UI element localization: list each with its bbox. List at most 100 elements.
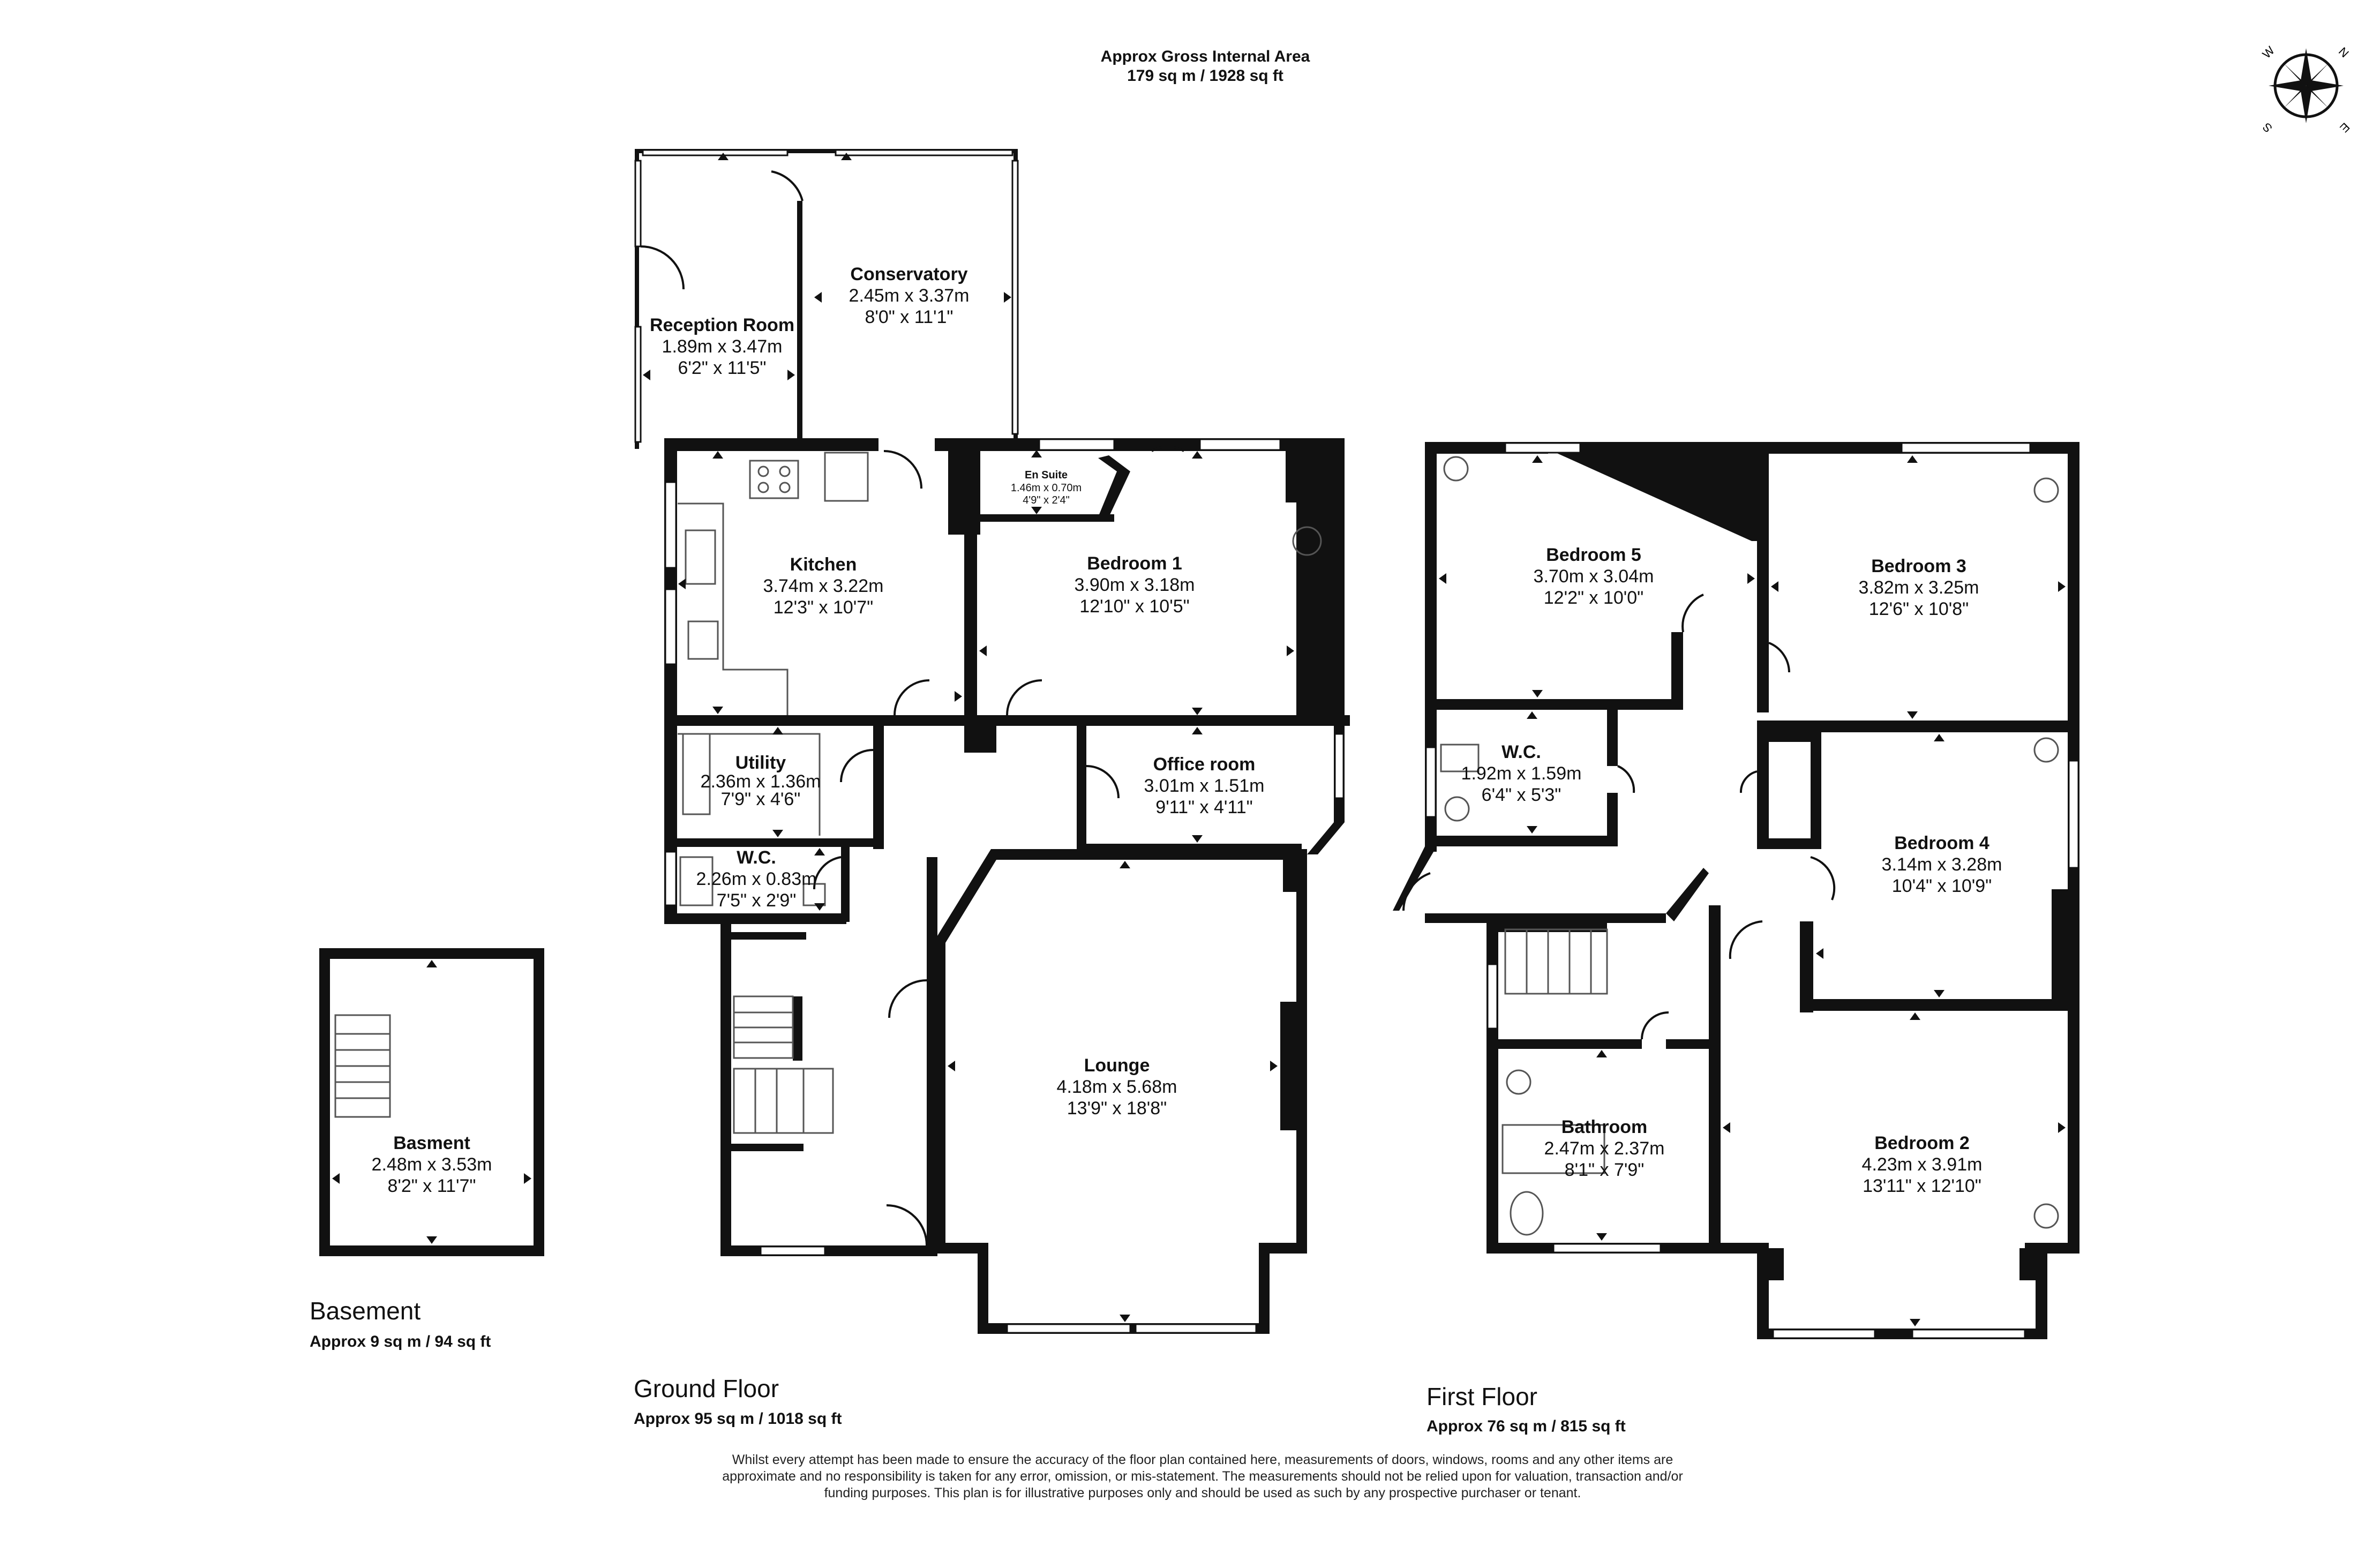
lounge-bay-right-top [1259,1243,1307,1254]
room-imperial-lounge: 13'9" x 18'8" [1067,1098,1167,1119]
room-metric-kitchen: 3.74m x 3.22m [763,576,884,596]
bedroom5-chimney [1532,442,1768,541]
reception-door-swing[interactable] [640,245,685,290]
room-name-ensuite: En Suite [1025,469,1068,481]
measure-arrow [1192,708,1203,715]
room-metric-bedroom2: 4.23m x 3.91m [1862,1154,1983,1175]
bedroom1-french-door-swing[interactable] [1151,445,1184,452]
office-door-swing[interactable] [1086,765,1120,799]
bedroom1-window [1199,438,1281,451]
kitchen-top-wall [664,438,879,451]
landing-bottom-wall [1425,913,1666,923]
hall-window [760,1245,826,1256]
basement-floor [330,959,534,1245]
room-imperial-utility: 7'9" x 4'6" [721,789,801,809]
bedroom5-window [1504,442,1581,454]
room-metric-ensuite: 1.46m x 0.70m [1011,482,1082,494]
front-door-swing[interactable] [886,1204,928,1246]
stair-top-wall [720,932,806,940]
measure-arrow [1596,1233,1607,1241]
room-name-wc-ground: W.C. [737,847,776,868]
room-metric-lounge: 4.18m x 5.68m [1057,1077,1177,1097]
bedroom3-window [1901,442,2031,454]
room-imperial-reception: 6'2" x 11'5" [678,358,766,378]
conservatory-door-swing[interactable] [771,170,804,201]
utility-door-swing[interactable] [840,749,874,783]
measure-arrow [841,153,852,160]
room-metric-wc-first: 1.92m x 1.59m [1461,763,1582,784]
lounge-window-right [1135,1323,1257,1334]
room-imperial-office: 9'11" x 4'11" [1155,797,1252,817]
gross-area-title: Approx Gross Internal Area [1100,48,1310,65]
utility-right-wall [873,726,884,849]
lounge-door-swing[interactable] [888,979,927,1018]
disclaimer-text: Whilst every attempt has been made to en… [722,1452,1683,1500]
wc-first-right-wall-lower [1607,793,1618,841]
measure-arrow [2058,1122,2066,1133]
room-name-bedroom2: Bedroom 2 [1874,1133,1970,1153]
measure-arrow [1907,455,1918,463]
office-left-wall [1077,726,1086,849]
lounge-bay-right [1259,1243,1270,1334]
bedroom2-bay-left-top [1709,1243,1768,1254]
room-metric-wc-ground: 2.26m x 0.83m [696,869,817,889]
stair-bottom-wall [729,1144,804,1151]
measure-arrow [1527,826,1537,834]
basement-floor-area: Approx 9 sq m / 94 sq ft [310,1333,491,1350]
room-imperial-basement: 8'2" x 11'7" [387,1176,476,1196]
wc-first-door-swing[interactable] [1617,765,1635,793]
bedroom4-cupboard-right [1811,731,1821,846]
wc-first-window [1425,746,1437,818]
measure-arrow [1527,711,1537,719]
room-name-utility: Utility [735,753,786,773]
room-imperial-kitchen: 12'3" x 10'7" [774,597,873,618]
room-imperial-bedroom1: 12'10" x 10'5" [1079,596,1189,617]
wc-window [664,851,677,906]
room-metric-basement: 2.48m x 3.53m [372,1154,492,1175]
measure-arrow [1192,727,1203,734]
bedroom4-chimney [2052,889,2079,1002]
room-imperial-wc-ground: 7'5" x 2'9" [717,890,797,911]
bedroom4-door-swing[interactable] [1810,856,1836,900]
measure-arrow [814,848,825,855]
kitchen-hall-door-swing[interactable] [894,679,930,716]
cupboard-door-swing[interactable] [1739,770,1758,793]
bedroom2-window-left [1772,1329,1876,1339]
reception-divider-wall [797,201,802,445]
bathroom-door-swing[interactable] [1641,1011,1669,1040]
kitchen-door-swing[interactable] [883,450,922,489]
bedroom3-door-swing[interactable] [1768,642,1790,673]
ground-floor-name: Ground Floor [634,1375,779,1402]
wc-first-bottom-wall [1425,836,1618,846]
room-metric-bedroom4: 3.14m x 3.28m [1882,854,2002,875]
bedroom4-bottom-wall [1800,999,2078,1011]
measure-arrow [1910,1012,1920,1020]
stairwell-window [1486,963,1498,1030]
first-floor-name: First Floor [1427,1383,1537,1410]
kitchen-window-upper [664,481,677,569]
measure-arrow [814,292,822,303]
room-imperial-wc-first: 6'4" x 5'3" [1482,785,1561,805]
gross-area-value: 179 sq m / 1928 sq ft [1127,67,1283,85]
bedroom3-bottom-wall [1757,721,2078,732]
measure-arrow [426,1236,437,1244]
measure-arrow [1439,573,1446,584]
bedroom2-bay-pier-left [1762,1248,1784,1280]
room-metric-bedroom3: 3.82m x 3.25m [1859,577,1979,598]
landing-door-swing[interactable] [1402,872,1431,911]
measure-arrow [1771,581,1778,592]
ensuite-window [1038,438,1115,451]
basement-plan: Basment 2.48m x 3.53m 8'2" x 11'7" [319,948,544,1256]
bedroom1-door-swing[interactable] [1006,679,1042,716]
bathroom-top-wall [1486,1039,1642,1049]
room-metric-bedroom5: 3.70m x 3.04m [1534,566,1654,587]
first-floor-plan: Bedroom 5 3.70m x 3.04m 12'2" x 10'0" Be… [1393,442,2079,1339]
measure-arrow [1004,292,1011,303]
bedroom2-door-swing[interactable] [1729,920,1763,959]
measure-arrow [1192,835,1203,843]
bedroom5-door-swing[interactable] [1681,594,1704,633]
room-imperial-bathroom: 8'1" x 7'9" [1565,1160,1645,1180]
measure-arrow [1910,1319,1920,1326]
room-name-bedroom5: Bedroom 5 [1546,545,1641,565]
measure-arrow [332,1173,340,1184]
